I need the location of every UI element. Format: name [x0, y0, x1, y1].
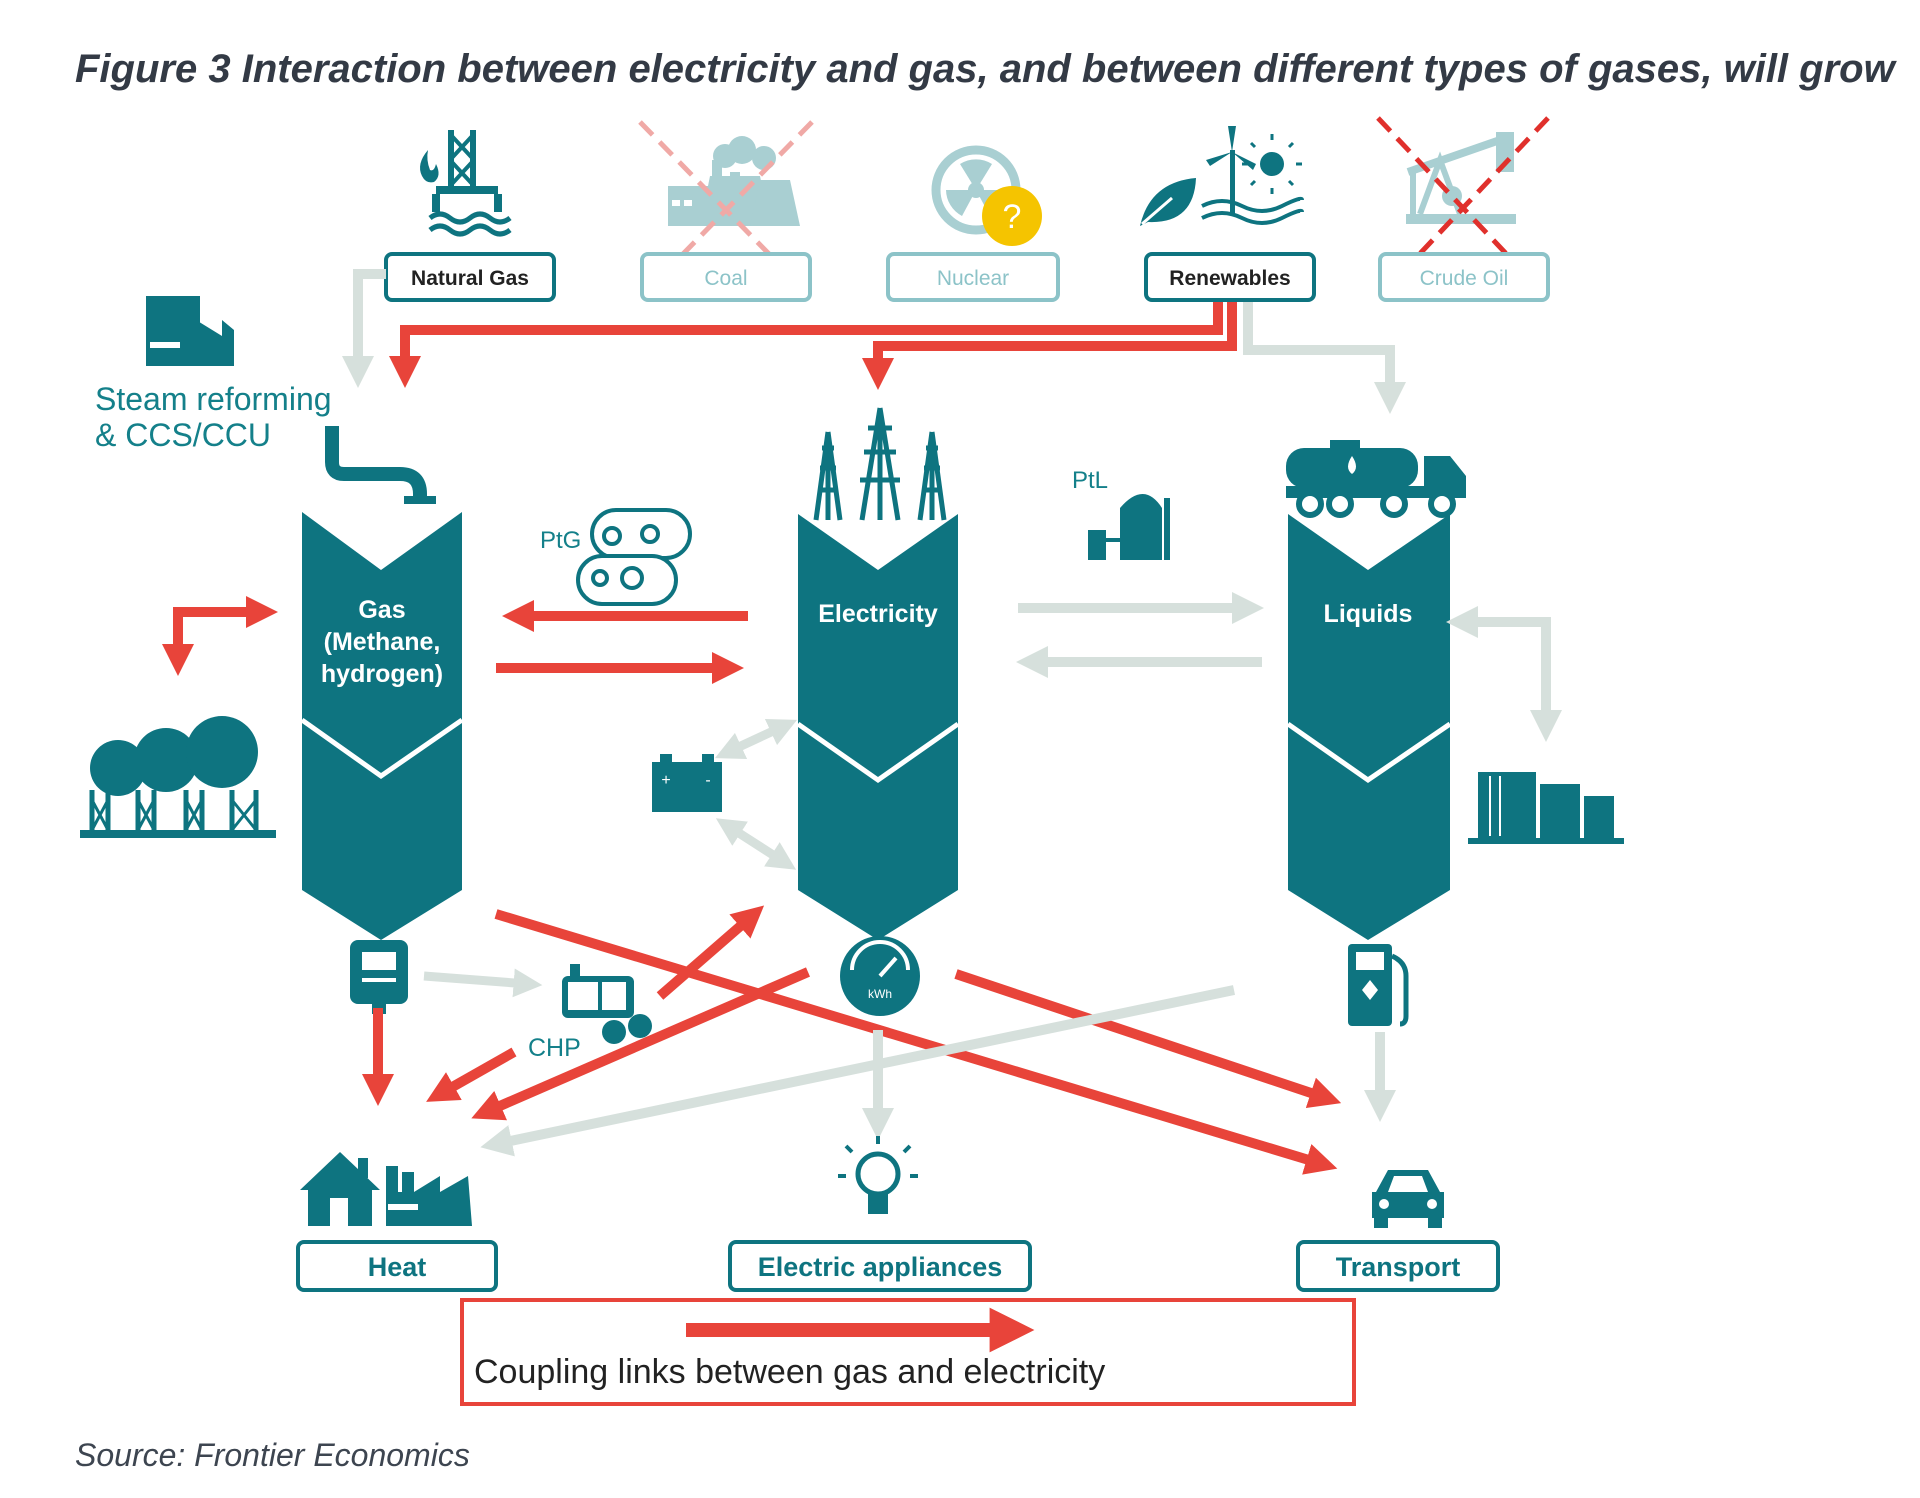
source-box-nuclear: Nuclear [886, 252, 1060, 302]
gas-meter-to-chp-arrow [423, 968, 543, 998]
electricity-to-transport-arrow [954, 969, 1342, 1109]
pipe-icon [325, 426, 427, 502]
gas-storage-loop-arrow [161, 595, 279, 677]
battery-minus-sign: - [705, 772, 710, 789]
source-note: Source: Frontier Economics [75, 1437, 470, 1473]
crude-oil-label: Crude Oil [1420, 267, 1509, 290]
gas-column-label-line2: (Methane, [324, 628, 441, 656]
source-box-coal: Coal [640, 252, 812, 302]
source-box-natural-gas: Natural Gas [384, 252, 556, 302]
gas-rig-icon [420, 130, 512, 237]
battery-icon: + - [652, 754, 722, 812]
heat-label: Heat [368, 1252, 427, 1282]
electricity-column-label: Electricity [818, 600, 938, 628]
coal-label: Coal [704, 267, 747, 290]
natural-gas-label: Natural Gas [411, 267, 529, 290]
factory-icon [386, 1166, 472, 1226]
battery-charge-arrow [714, 719, 798, 759]
source-box-renewables: Renewables [1144, 252, 1316, 302]
gas-column-label-line3: hydrogen) [321, 660, 443, 688]
source-box-crude-oil: Crude Oil [1378, 252, 1550, 302]
electricity-column: Electricity [796, 514, 960, 940]
transport-label: Transport [1336, 1252, 1461, 1282]
steam-reforming-factory-icon [146, 296, 234, 366]
chp-label: CHP [528, 1034, 581, 1062]
figure-title: Figure 3 Interaction between electricity… [75, 47, 1898, 91]
legend-coupling-label: Coupling links between gas and electrici… [474, 1353, 1105, 1391]
renewables-to-liquids-arrow [1243, 302, 1407, 415]
gas-storage-spheres-icon [80, 716, 276, 838]
ptg-electrolyser-icon [576, 508, 692, 606]
coal-plant-icon [668, 136, 800, 226]
use-box-transport: Transport [1296, 1240, 1500, 1292]
electricity-meter-icon: kWh [840, 936, 920, 1016]
fuel-pump-icon [1348, 944, 1409, 1027]
renewables-label: Renewables [1169, 267, 1290, 290]
battery-plus-sign: + [661, 772, 670, 789]
gas-column-label-line1: Gas [358, 596, 405, 624]
liquids-storage-loop-arrow [1445, 605, 1563, 743]
legend-box: Coupling links between gas and electrici… [460, 1298, 1356, 1406]
gas-meter-icon [350, 940, 408, 1014]
pipe-flange [404, 496, 436, 504]
power-pylon-icon [813, 407, 947, 521]
battery-discharge-arrow [715, 818, 797, 870]
steam-reforming-label-line1: Steam reforming [95, 381, 332, 417]
kwh-label: kWh [868, 987, 892, 1001]
chp-unit-icon [562, 964, 652, 1044]
house-icon [300, 1152, 380, 1226]
light-bulb-icon [838, 1136, 918, 1214]
ptg-label: PtG [540, 527, 581, 554]
chp-to-electricity-arrow [656, 905, 765, 1000]
liquids-column: Liquids [1286, 514, 1452, 940]
renewables-to-electricity-arrow [861, 302, 1237, 391]
tanker-truck-icon [1286, 440, 1466, 518]
nuclear-label: Nuclear [937, 267, 1009, 290]
use-box-electric-appliances: Electric appliances [728, 1240, 1032, 1292]
natural-gas-to-gas-arrow [341, 269, 386, 389]
use-box-heat: Heat [296, 1240, 498, 1292]
oil-storage-tanks-icon [1468, 772, 1624, 844]
renewables-to-gas-arrow [388, 302, 1223, 389]
chp-to-heat-arrow [426, 1047, 517, 1102]
car-icon [1372, 1170, 1444, 1228]
gas-column: Gas (Methane, hydrogen) [300, 512, 464, 940]
liquids-column-label: Liquids [1324, 600, 1413, 628]
electric-appliances-label: Electric appliances [758, 1252, 1003, 1282]
nuclear-icon: ? [931, 145, 1042, 246]
steam-reforming-label-line2: & CCS/CCU [95, 417, 271, 453]
gas-to-transport-arrow [494, 909, 1338, 1175]
liquids-to-heat-arrow [480, 985, 1236, 1157]
nuclear-question-badge: ? [1003, 198, 1022, 236]
ptl-plant-icon [1088, 494, 1170, 560]
renewables-icon [1140, 126, 1304, 226]
ptl-label: PtL [1072, 467, 1108, 494]
